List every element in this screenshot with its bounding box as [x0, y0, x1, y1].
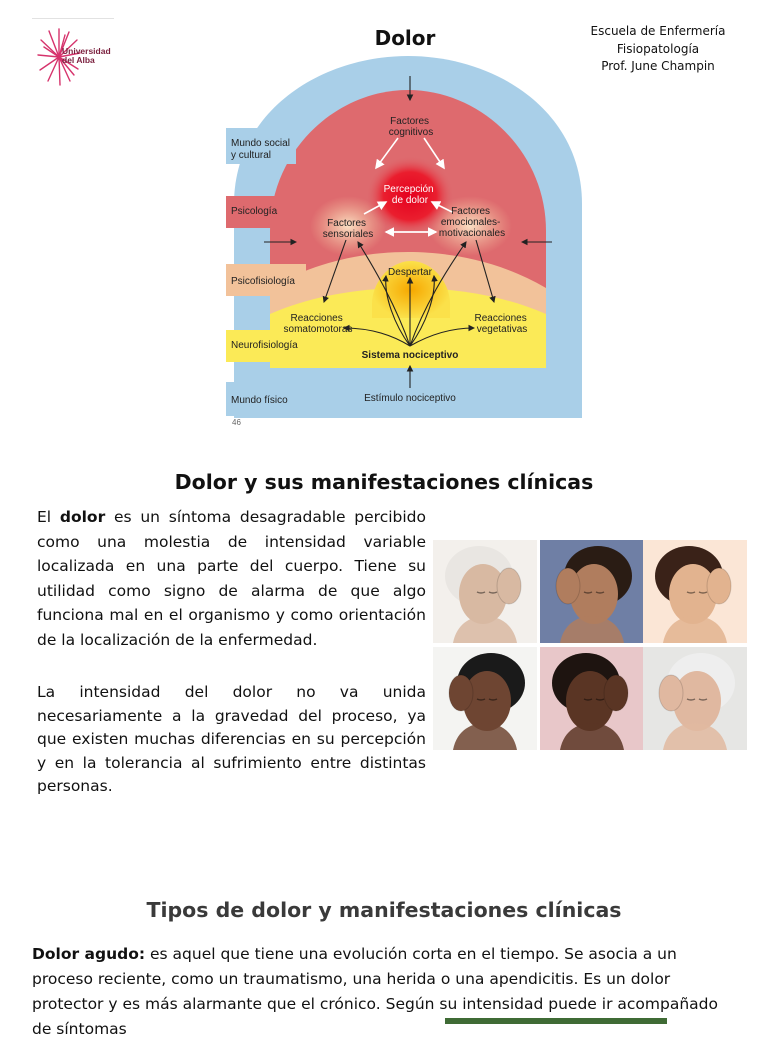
logo-text: Universidad del Alba	[62, 47, 111, 65]
arrow-despertar-right	[409, 274, 438, 347]
band-neurophysiology	[226, 330, 308, 362]
label-factores-emocionales: Factores emocionales- motivacionales	[439, 206, 505, 239]
label-line: Factores	[327, 218, 366, 229]
label-psicofisiologia: Psicofisiología	[231, 276, 295, 287]
sensory-glow	[310, 196, 386, 256]
text-run: El	[37, 508, 60, 526]
label-factores-cognitivos: Factores cognitivos	[389, 116, 433, 138]
label-psicologia: Psicología	[231, 206, 278, 217]
photo-grid	[433, 540, 755, 751]
label-line: Factores	[451, 206, 490, 217]
label-factores-sensoriales: Factores sensoriales	[323, 218, 374, 240]
label-reacciones-somatomotoras: Reacciones somatomotoras	[284, 313, 353, 335]
professor-name: Prof. June Champin	[601, 59, 715, 73]
arrow-despertar-left	[382, 274, 411, 347]
label-line: Reacciones	[474, 313, 526, 324]
label-line: de dolor	[392, 195, 429, 206]
arrow-sens-down	[322, 239, 347, 304]
label-reacciones-vegetativas: Reacciones vegetativas	[474, 313, 529, 335]
photo-man-headache-1	[540, 540, 644, 643]
text-run: es un síntoma desagradable percibido com…	[37, 508, 426, 649]
arrow-emo-perc	[430, 201, 453, 213]
label-line: Reacciones	[290, 313, 342, 324]
figure-number: 46	[232, 418, 241, 426]
arrow-cog-right	[423, 137, 445, 170]
school-info: Escuela de Enfermería Fisiopatología Pro…	[560, 23, 756, 76]
label-percepcion: Percepción de dolor	[384, 184, 437, 206]
arrow-to-vegetativas	[409, 324, 476, 347]
label-line: somatomotoras	[284, 324, 353, 335]
band-social	[226, 128, 296, 164]
arrow-to-somatomotoras	[342, 324, 411, 347]
label-line: sensoriales	[323, 229, 374, 240]
image-thumbnail	[445, 1018, 667, 1024]
bold-term: dolor	[59, 508, 106, 526]
arrow-cog-left	[375, 137, 399, 170]
paragraph-acute-pain: Dolor agudo: es aquel que tiene una evol…	[32, 942, 736, 1042]
text-run: es aquel que tiene una evolución corta e…	[32, 945, 718, 1038]
logo-text-line: del Alba	[62, 55, 95, 65]
arrow-sens-perc	[363, 201, 388, 215]
university-logo: Universidad del Alba	[32, 18, 114, 91]
label-line: Percepción	[384, 184, 434, 195]
label-line: emocionales-	[441, 217, 500, 228]
course-name: Fisiopatología	[616, 41, 700, 56]
label-line: cognitivos	[389, 127, 433, 138]
band-psychophysiology	[226, 264, 306, 296]
section-title-2: Tipos de dolor y manifestaciones clínica…	[146, 898, 622, 922]
label-line: Factores	[390, 116, 429, 127]
arrow-emo-down	[475, 239, 496, 304]
school-name: Escuela de Enfermería	[590, 24, 726, 38]
label-estimulo-nociceptivo: Estímulo nociceptivo	[364, 393, 456, 404]
photo-woman-headache-1	[433, 540, 537, 643]
logo-text-line: Universidad	[62, 46, 111, 56]
perception-core	[366, 156, 454, 236]
arrow-to-sensoriales	[357, 241, 411, 347]
label-line: Mundo social	[231, 138, 290, 149]
page-title: Dolor	[374, 26, 436, 50]
label-line: vegetativas	[477, 324, 528, 335]
neuro-ground-band	[270, 331, 546, 368]
arrow-to-emocionales	[409, 241, 467, 347]
paragraph-definition: El dolor es un síntoma desagradable perc…	[37, 505, 426, 652]
photo-woman-headache-2	[643, 540, 747, 643]
starburst-icon	[37, 28, 81, 86]
photo-man-headache-3	[643, 647, 747, 750]
label-neurofisiologia: Neurofisiología	[231, 340, 298, 351]
label-sistema-nociceptivo: Sistema nociceptivo	[362, 350, 459, 361]
photo-man-headache-2	[433, 647, 537, 750]
photo-woman-headache-3	[540, 647, 644, 750]
band-psychology	[226, 196, 288, 228]
label-line: y cultural	[231, 150, 271, 161]
label-line: motivacionales	[439, 228, 505, 239]
label-mundo-fisico: Mundo físico	[231, 395, 288, 406]
bold-term: Dolor agudo:	[32, 945, 146, 963]
section-title: Dolor y sus manifestaciones clínicas	[174, 470, 594, 494]
paragraph-intensity: La intensidad del dolor no va unida nece…	[37, 683, 426, 795]
label-despertar: Despertar	[388, 267, 433, 278]
band-physical	[226, 382, 306, 416]
